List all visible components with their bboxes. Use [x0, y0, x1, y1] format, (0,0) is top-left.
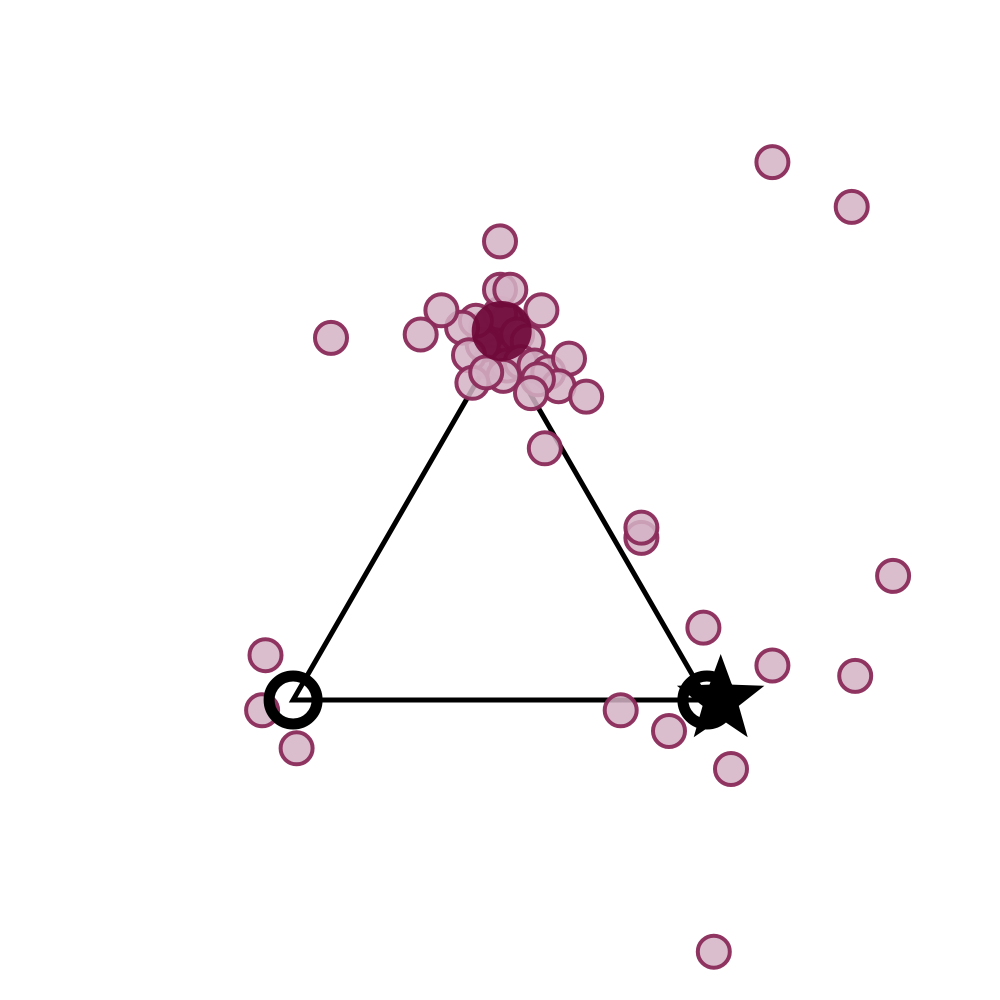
scatter-point [482, 223, 518, 260]
origin-ring [263, 670, 323, 730]
scatter-point [875, 557, 912, 594]
scatter-point [602, 692, 639, 729]
scatter-point [651, 713, 687, 749]
target-star [676, 654, 765, 738]
scatter-point [754, 144, 791, 181]
scatter-point [492, 271, 529, 308]
scatter-point [278, 730, 315, 767]
scatter-point [402, 316, 439, 353]
scatter-point [423, 292, 460, 329]
scatter-point [754, 647, 791, 684]
scatter-point [513, 375, 549, 412]
scatter-point [685, 609, 722, 646]
scatter-point [526, 430, 563, 467]
triangle-outline [288, 336, 712, 703]
scatter-point [695, 933, 732, 970]
scatter-point [247, 637, 284, 674]
vertex-markers [263, 654, 765, 738]
apex-cluster [471, 301, 532, 361]
scatter-point [833, 188, 870, 225]
triangle-frame [288, 336, 712, 703]
scatter-point [623, 509, 660, 546]
scatter-point [468, 354, 505, 391]
scatter-point [313, 319, 349, 356]
scatter-point [713, 751, 749, 787]
scatter-point [523, 292, 560, 329]
scatter-point [837, 657, 874, 694]
scatter-points [244, 144, 912, 970]
scatter-point [568, 378, 605, 415]
